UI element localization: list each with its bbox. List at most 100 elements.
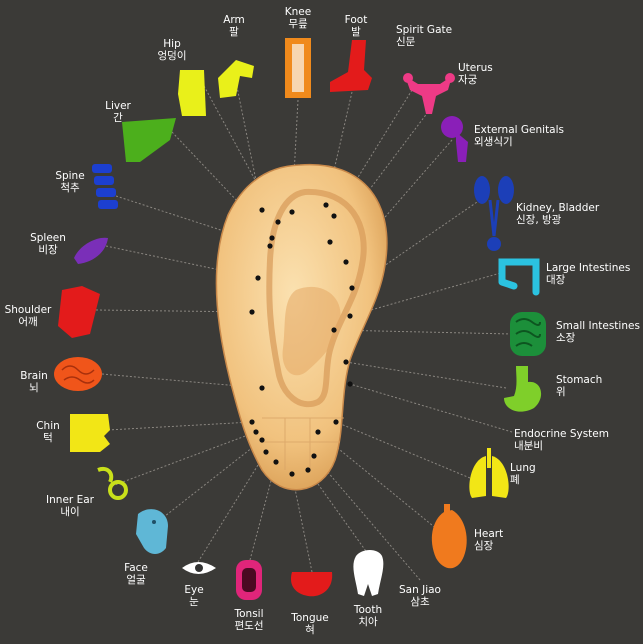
tongue-label-en: Tongue: [291, 612, 329, 624]
inner-ear-point: [253, 429, 259, 435]
shoulder-point: [249, 309, 255, 315]
stomach-leader-line: [345, 361, 507, 389]
spine-label-en: Spine: [55, 170, 85, 182]
liver-label-ko: 간: [113, 112, 123, 124]
arm-icon: [218, 60, 254, 98]
knee-icon: [285, 38, 311, 98]
endocrine-system-label-en: Endocrine System: [514, 428, 609, 440]
lung-leader-line: [335, 421, 471, 479]
arm-label-ko: 팔: [229, 26, 239, 38]
external-genitals-leader-line: [345, 139, 453, 263]
chin-point: [249, 419, 255, 425]
uterus-leader-line: [329, 111, 429, 243]
large-intestines-label-en: Large Intestines: [546, 262, 631, 274]
lung-icon: [469, 448, 509, 498]
large-intestines-leader-line: [349, 271, 505, 317]
uterus-icon: [403, 73, 455, 114]
endocrine-system-label-ko: 내분비: [514, 440, 543, 452]
spirit-gate-label-ko: 신문: [396, 36, 416, 48]
brain-icon: [54, 357, 102, 391]
liver-point: [269, 235, 275, 241]
small-intestines-leader-line: [333, 329, 513, 335]
chin-label-en: Chin: [36, 420, 60, 432]
foot-label-en: Foot: [344, 14, 368, 26]
tongue-point: [289, 471, 295, 477]
eye-icon: [182, 562, 216, 574]
hip-point: [275, 219, 281, 225]
stomach-point: [343, 359, 349, 365]
hip-label-en: Hip: [163, 38, 181, 50]
tooth-point: [305, 467, 311, 473]
tongue-leader-line: [291, 473, 313, 573]
tongue-label-ko: 혀: [305, 624, 315, 636]
stomach-label-ko: 위: [556, 386, 566, 398]
face-leader-line: [159, 439, 263, 521]
lung-point: [333, 419, 339, 425]
brain-label-ko: 뇌: [29, 382, 39, 394]
knee-label-ko: 무릎: [288, 18, 308, 30]
heart-icon: [431, 504, 467, 569]
kidney-bladder-label-en: Kidney, Bladder: [516, 202, 600, 214]
shoulder-label-ko: 어깨: [18, 316, 38, 328]
arm-label-en: Arm: [223, 14, 245, 26]
chin-leader-line: [107, 421, 253, 431]
foot-icon: [330, 40, 372, 92]
inner-ear-label-ko: 내이: [60, 506, 80, 518]
chin-icon: [70, 414, 110, 452]
small-intestines-icon: [510, 312, 546, 356]
spine-label-ko: 척추: [60, 182, 80, 194]
lung-label-ko: 폐: [510, 474, 520, 486]
eye-leader-line: [197, 451, 267, 563]
spine-icon: [92, 164, 118, 209]
arm-point: [259, 207, 265, 213]
shoulder-label-en: Shoulder: [4, 304, 52, 316]
knee-label-en: Knee: [284, 6, 312, 18]
ear-illustration: [215, 163, 388, 491]
spleen-icon: [74, 237, 108, 264]
tooth-icon: [353, 550, 384, 596]
spirit-gate-label-en: Spirit Gate: [396, 24, 453, 36]
spleen-label-ko: 비장: [38, 244, 58, 256]
inner-ear-label-en: Inner Ear: [46, 494, 94, 506]
small-intestines-label-en: Small Intestines: [556, 320, 640, 332]
spleen-point: [255, 275, 261, 281]
face-label-ko: 얼굴: [126, 574, 146, 586]
external-genitals-point: [343, 259, 349, 265]
brain-label-en: Brain: [20, 370, 48, 382]
knee-point: [289, 209, 295, 215]
san-jiao-point: [311, 453, 317, 459]
kidney-bladder-point: [349, 285, 355, 291]
eye-label-en: Eye: [184, 584, 204, 596]
inner-ear-icon: [97, 467, 128, 500]
stomach-icon: [504, 366, 542, 412]
liver-icon: [122, 118, 176, 162]
face-icon: [136, 509, 168, 554]
spirit-gate-leader-line: [333, 89, 413, 217]
heart-label-ko: 심장: [474, 540, 494, 552]
uterus-label-ko: 자궁: [458, 74, 478, 86]
tooth-leader-line: [307, 469, 369, 555]
hip-icon: [178, 70, 206, 116]
foot-point: [323, 202, 329, 208]
small-intestines-label-ko: 소장: [556, 332, 576, 344]
endocrine-system-leader-line: [349, 383, 513, 433]
